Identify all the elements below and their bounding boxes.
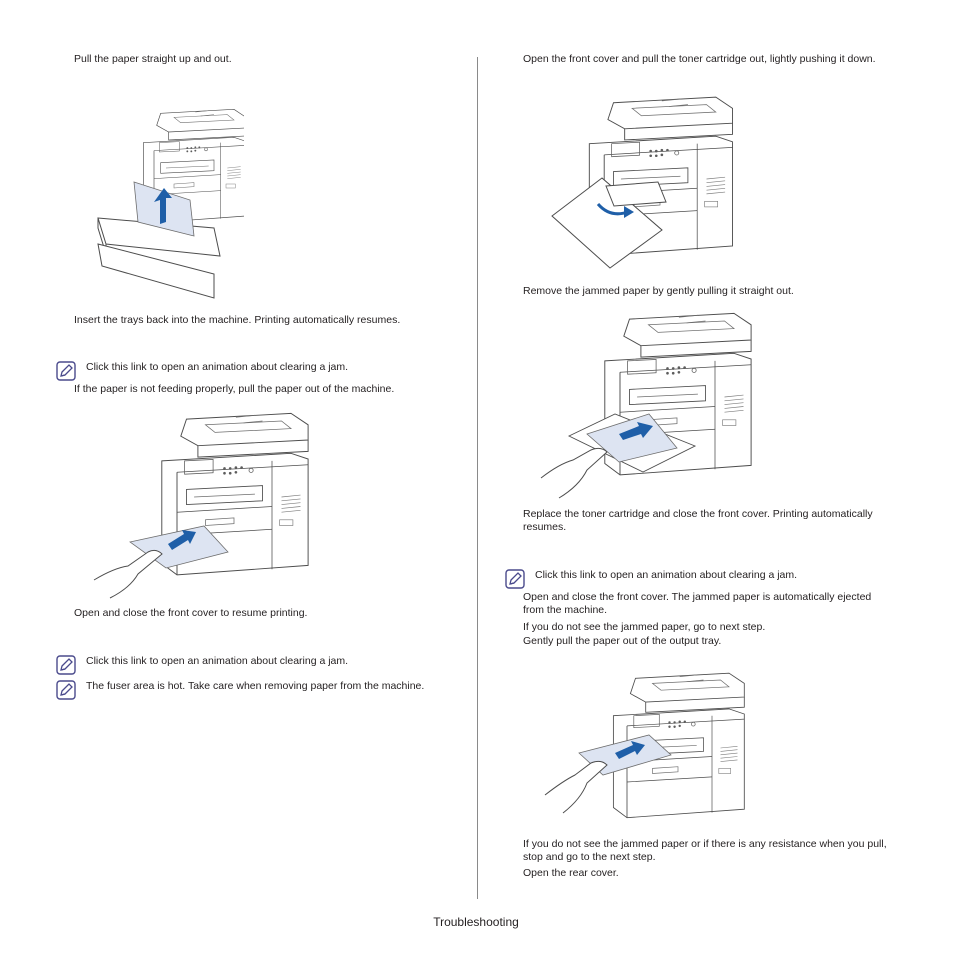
note-animation-link-3[interactable]: Click this link to open an animation abo… xyxy=(535,569,798,581)
step-front-cover: Open and close the front cover to resume… xyxy=(74,607,308,619)
illustration-output-tray-pull xyxy=(541,663,765,833)
step-open-front-cover: Open the front cover and pull the toner … xyxy=(523,53,876,65)
note-pencil-icon xyxy=(56,655,76,675)
step-go-next: If you do not see the jammed paper, go t… xyxy=(523,621,766,633)
step-open-close-front: Open and close the front cover. The jamm… xyxy=(523,591,872,616)
step-manual-feed: If the paper is not feeding properly, pu… xyxy=(74,383,395,395)
note-animation-link-1[interactable]: Click this link to open an animation abo… xyxy=(86,361,349,373)
note-pencil-icon xyxy=(505,569,525,589)
footer-section-title: Troubleshooting xyxy=(433,915,519,929)
illustration-tray-paper-removal xyxy=(94,78,244,306)
illustration-toner-removal xyxy=(550,86,750,272)
step-remove-jammed-paper: Remove the jammed paper by gently pullin… xyxy=(523,285,794,297)
step-pull-paper-up: Pull the paper straight up and out. xyxy=(74,53,232,65)
note-animation-link-2[interactable]: Click this link to open an animation abo… xyxy=(86,655,349,667)
step-open-rear-cover: Open the rear cover. xyxy=(523,867,619,879)
step-resistance: If you do not see the jammed paper or if… xyxy=(523,838,887,863)
column-divider xyxy=(477,57,478,899)
note-pencil-icon xyxy=(56,680,76,700)
note-pencil-icon xyxy=(56,361,76,381)
illustration-manual-tray-removal xyxy=(92,402,324,602)
note-fuser-hot: The fuser area is hot. Take care when re… xyxy=(86,680,425,692)
step-insert-trays: Insert the trays back into the machine. … xyxy=(74,314,401,326)
step-output-tray: Gently pull the paper out of the output … xyxy=(523,635,722,647)
illustration-jammed-paper-pull xyxy=(539,302,767,502)
step-replace-toner: Replace the toner cartridge and close th… xyxy=(523,508,873,533)
page-footer: Troubleshooting xyxy=(0,916,954,929)
